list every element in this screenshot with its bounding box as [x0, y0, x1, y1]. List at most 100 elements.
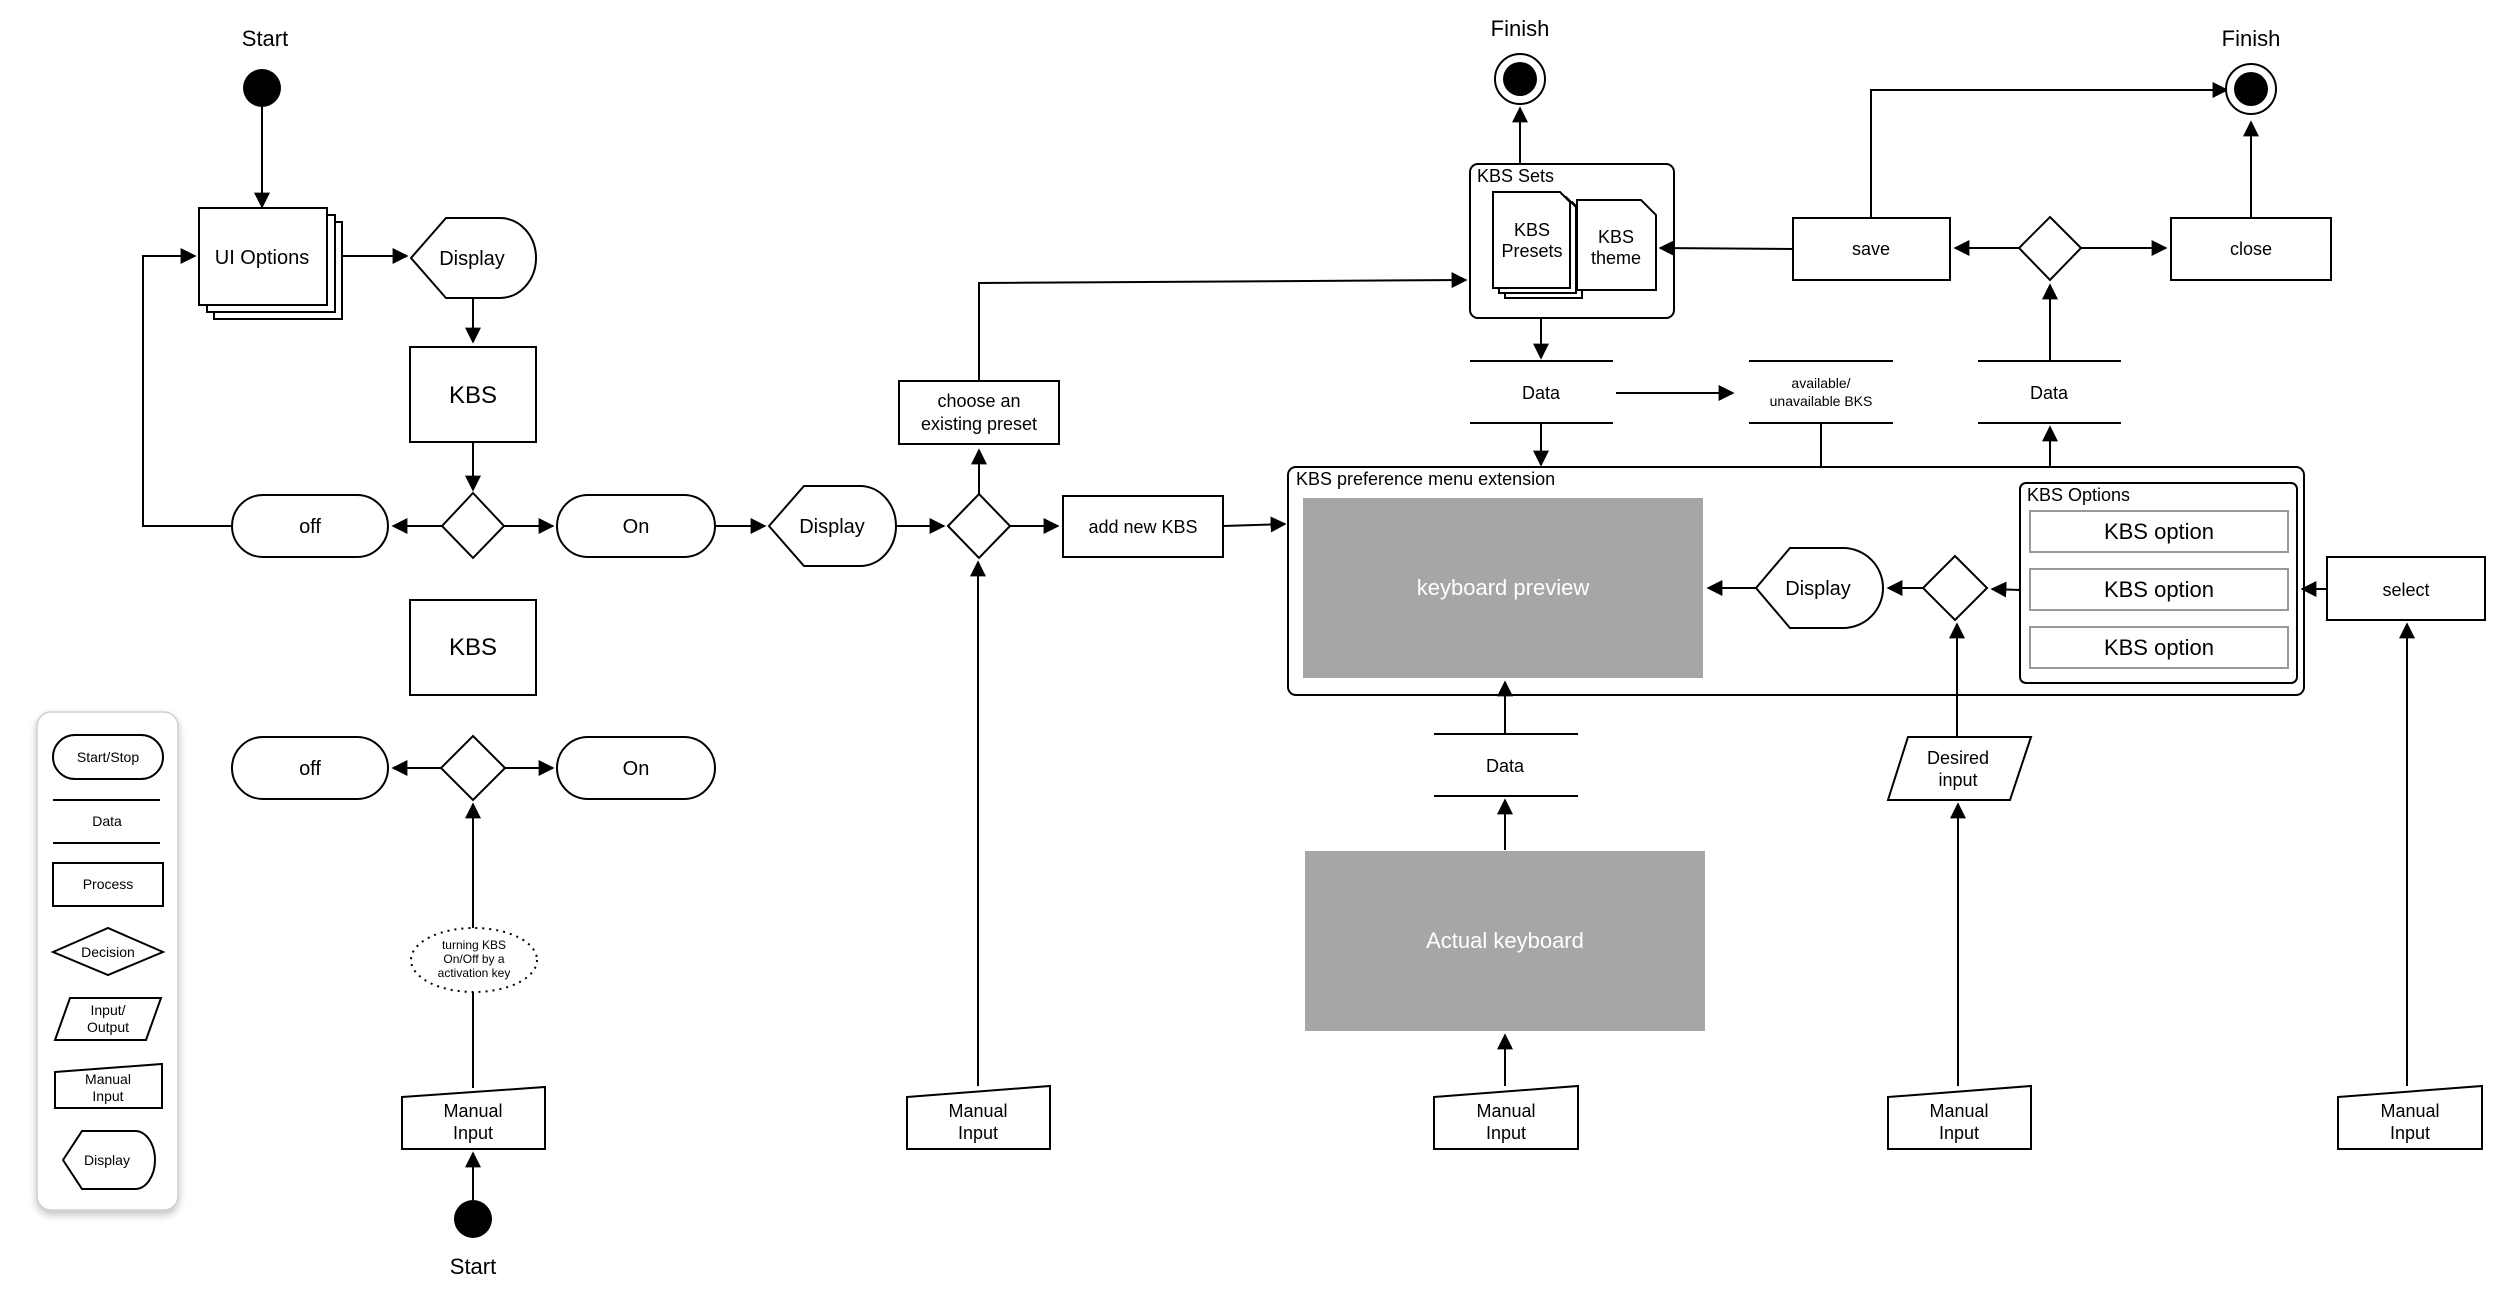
display-shape-top	[409, 217, 537, 299]
display-label-right: Display	[1785, 578, 1851, 600]
on-label-bottom: On	[623, 758, 650, 780]
save-process	[1792, 217, 1951, 281]
desired-input-io	[1886, 736, 2033, 801]
decision-preset-or-new	[946, 492, 1012, 560]
decision-option	[1921, 554, 1989, 622]
add-new-kbs-label: add new KBS	[1088, 517, 1197, 537]
activation-line2: On/Off by a	[443, 952, 504, 966]
display-label-middle: Display	[799, 516, 865, 538]
on-label-top: On	[623, 516, 650, 538]
kbs-label-top: KBS	[449, 382, 497, 409]
legend-manual-input-line2: Input	[92, 1088, 123, 1104]
kbs-theme-line2: theme	[1591, 248, 1641, 268]
activation-line1: turning KBS	[442, 938, 506, 952]
available-line2: unavailable BKS	[1770, 393, 1873, 409]
off-terminal-bottom	[231, 736, 389, 800]
legend-panel: Start/Stop Data Process Decision Input/ …	[36, 711, 179, 1211]
legend-start-stop-shape	[52, 734, 164, 780]
kbs-option-3-label: KBS option	[2104, 635, 2214, 660]
decision-onoff-top	[440, 491, 506, 560]
legend-process-label: Process	[83, 876, 134, 892]
legend-display-shape	[61, 1130, 156, 1190]
actual-keyboard-label: Actual keyboard	[1426, 928, 1584, 953]
choose-preset-line2: existing preset	[921, 414, 1037, 434]
legend-input-output-shape	[53, 997, 163, 1041]
finish-label-left: Finish	[1491, 16, 1550, 41]
select-process	[2326, 556, 2486, 621]
kbs-process-bottom	[409, 599, 537, 696]
ui-options-multidoc: UI Options	[198, 207, 343, 320]
finish-label-right: Finish	[2222, 26, 2281, 51]
kbs-presets-line2: Presets	[1501, 241, 1562, 261]
start-label-bottom: Start	[450, 1254, 496, 1279]
legend-start-stop-label: Start/Stop	[77, 749, 139, 765]
manual-input-middle-line2: Input	[958, 1123, 998, 1143]
manual-input-desired-line1: Manual	[1929, 1101, 1988, 1121]
on-terminal-bottom	[556, 736, 716, 800]
legend-manual-input-line1: Manual	[85, 1071, 131, 1087]
kbs-option-3	[2029, 626, 2289, 669]
close-process	[2170, 217, 2332, 281]
manual-input-desired-line2: Input	[1939, 1123, 1979, 1143]
keyboard-preview-panel	[1303, 498, 1703, 678]
data-left-label: Data	[1522, 383, 1561, 403]
off-label-top: off	[299, 516, 321, 538]
kbs-theme-doc	[1576, 199, 1657, 291]
manual-input-keyboard-line2: Input	[1486, 1123, 1526, 1143]
arrow-save-to-kbs-sets	[1658, 240, 1794, 257]
actual-keyboard-panel	[1305, 851, 1705, 1031]
legend-decision-label: Decision	[81, 944, 135, 960]
decision-onoff-bottom	[439, 734, 507, 802]
kbs-sets-title: KBS Sets	[1477, 166, 1554, 186]
finish-node-right-inner	[2234, 72, 2268, 106]
kbs-options-title: KBS Options	[2027, 485, 2130, 505]
legend-manual-input-shape	[54, 1062, 163, 1109]
decision-save-or-close	[2017, 215, 2083, 282]
kbs-option-1-label: KBS option	[2104, 519, 2214, 544]
arrow-save-to-finish	[1870, 82, 2229, 218]
kbs-option-2-label: KBS option	[2104, 577, 2214, 602]
data-right-label: Data	[2030, 383, 2069, 403]
add-new-kbs-process	[1062, 495, 1224, 558]
arrow-add-new-to-menu	[1222, 516, 1287, 533]
kbs-option-1	[2029, 510, 2289, 553]
manual-input-right	[2337, 1084, 2483, 1150]
keyboard-preview-label: keyboard preview	[1417, 575, 1590, 600]
kbs-presets-multidoc: KBS Presets	[1492, 191, 1583, 299]
manual-input-desired	[1887, 1084, 2032, 1150]
start-node-top	[243, 69, 281, 107]
legend-display-label: Display	[84, 1152, 130, 1168]
arrow-choose-preset-to-kbs-sets	[978, 272, 1468, 381]
close-label: close	[2230, 239, 2272, 259]
manual-input-right-line2: Input	[2390, 1123, 2430, 1143]
manual-input-right-line1: Manual	[2380, 1101, 2439, 1121]
legend-decision-shape	[50, 926, 166, 977]
desired-input-line1: Desired	[1927, 748, 1989, 768]
kbs-presets-line1: KBS	[1514, 220, 1550, 240]
save-label: save	[1852, 239, 1890, 259]
start-node-bottom	[454, 1200, 492, 1238]
legend-input-output-line2: Output	[87, 1019, 129, 1035]
arrow-off-to-ui-options	[142, 248, 232, 527]
choose-preset-process	[898, 380, 1060, 445]
manual-input-left-line1: Manual	[443, 1101, 502, 1121]
finish-node-left-inner	[1503, 62, 1537, 96]
ui-options-label: UI Options	[215, 247, 309, 269]
available-line1: available/	[1791, 375, 1850, 391]
display-shape-right	[1754, 547, 1884, 629]
manual-input-middle-line1: Manual	[948, 1101, 1007, 1121]
kbs-preference-menu-title: KBS preference menu extension	[1296, 469, 1555, 489]
arrow-options-to-decision	[1990, 581, 2021, 598]
kbs-label-bottom: KBS	[449, 634, 497, 661]
desired-input-line2: input	[1938, 770, 1977, 790]
manual-input-keyboard-line1: Manual	[1476, 1101, 1535, 1121]
legend-data-label: Data	[92, 813, 122, 829]
manual-input-left-line2: Input	[453, 1123, 493, 1143]
kbs-theme-line1: KBS	[1598, 227, 1634, 247]
manual-input-left	[401, 1085, 546, 1150]
off-label-bottom: off	[299, 758, 321, 780]
display-label-top: Display	[439, 248, 505, 270]
data-middle-label: Data	[1486, 756, 1525, 776]
